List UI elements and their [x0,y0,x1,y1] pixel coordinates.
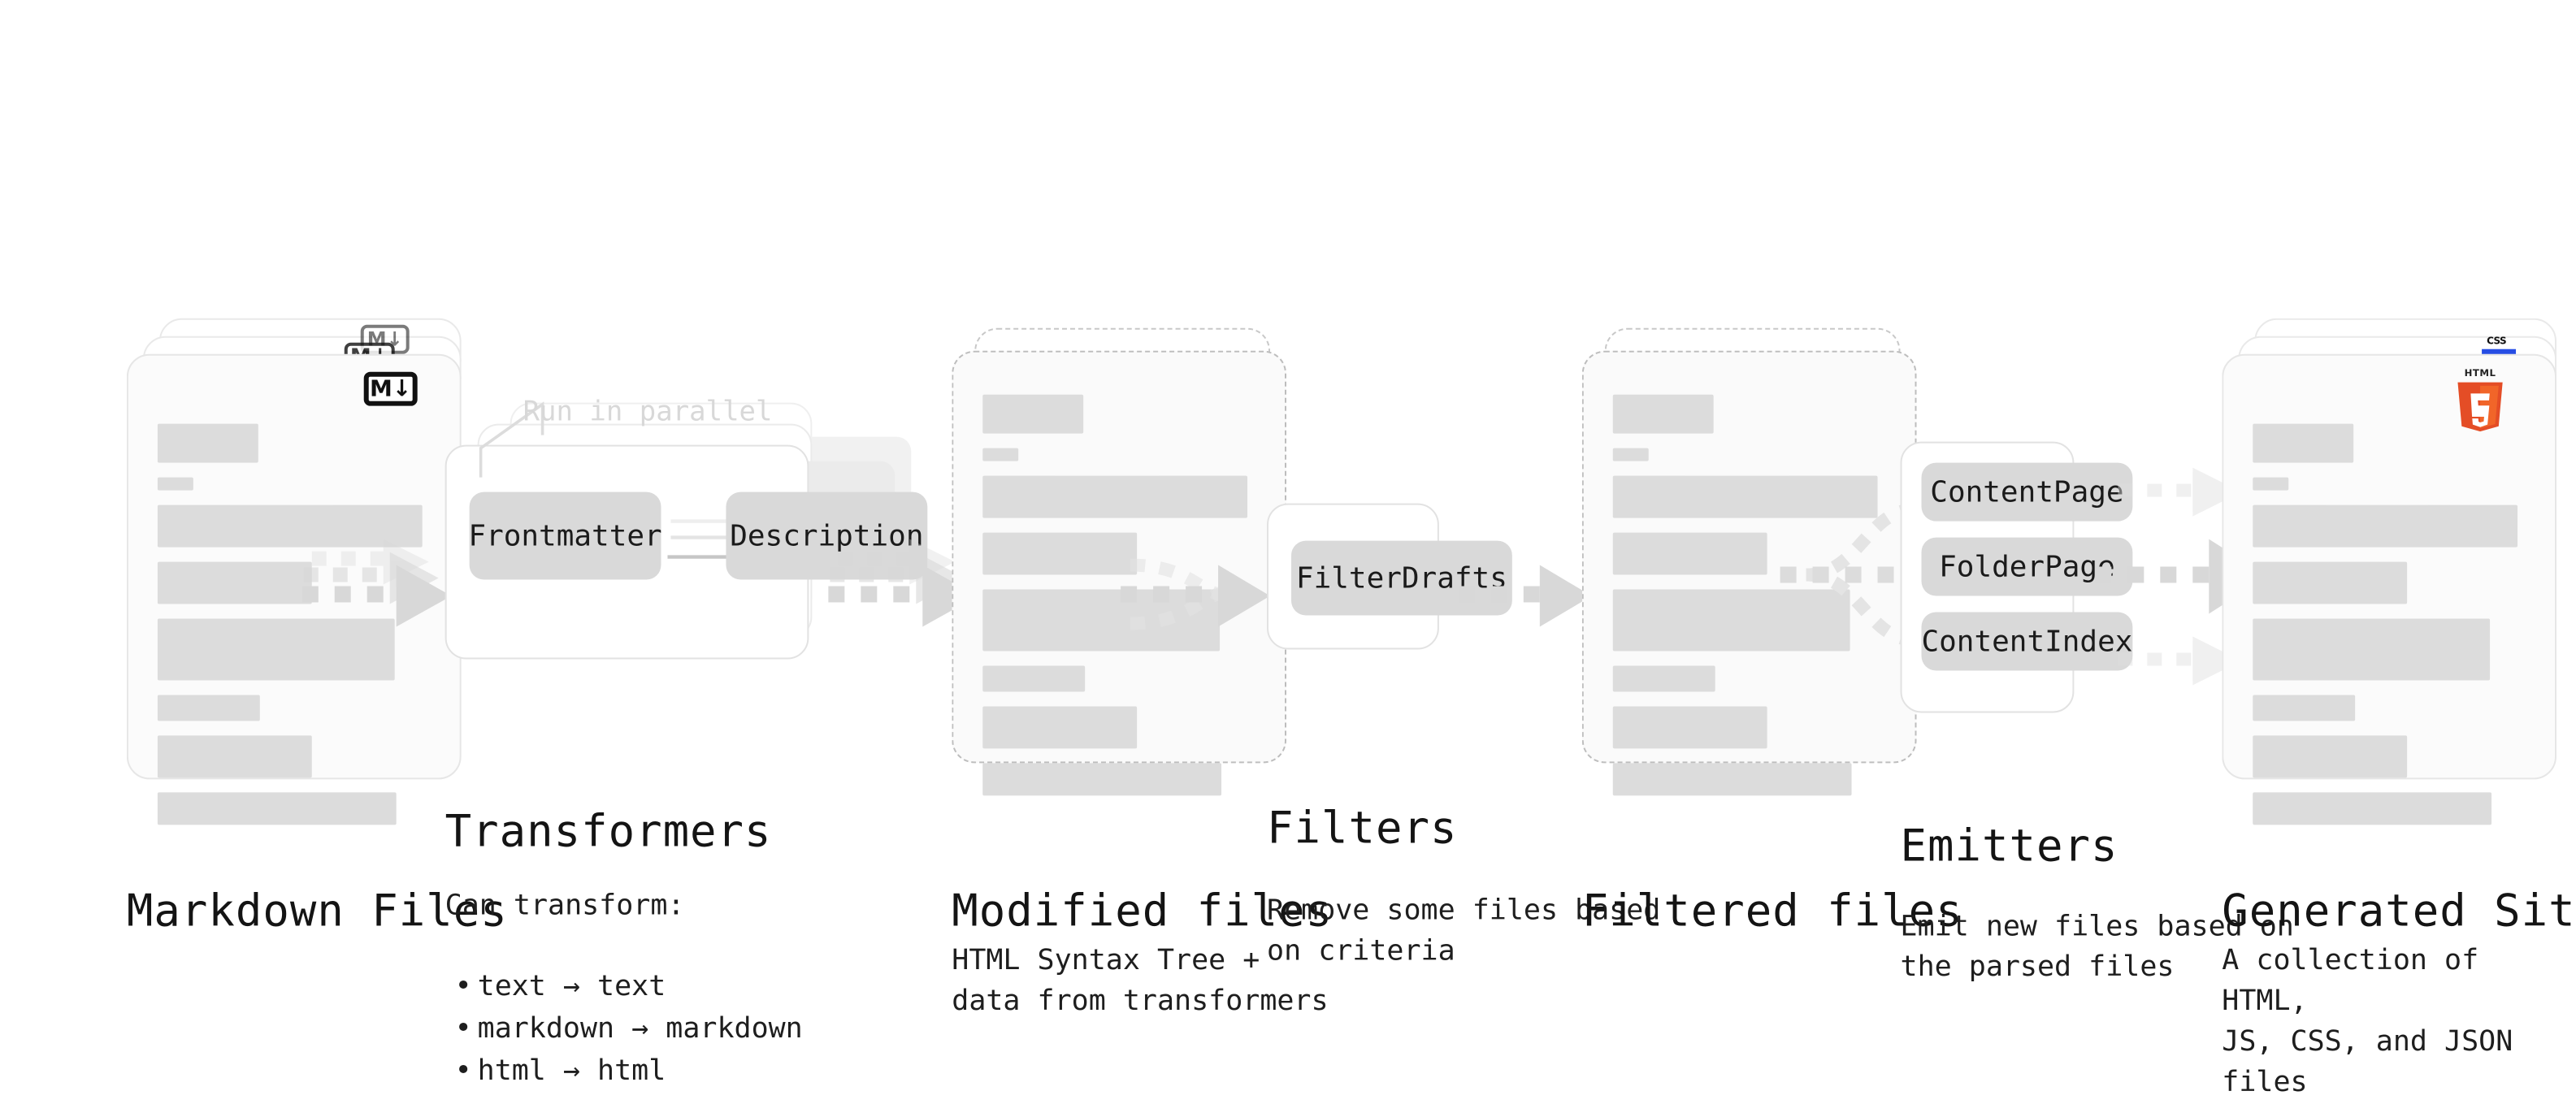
transformers-bullet-2-text: html → html [477,1055,666,1089]
chip-frontmatter[interactable]: Frontmatter [468,491,662,580]
transformers-description: Can transform: [445,890,685,923]
generated-site-description: A collection of HTML, JS, CSS, and JSON … [2222,945,2513,1100]
run-in-parallel-bracket [479,401,544,478]
transformers-bullet-2: •html → html [454,1055,666,1089]
doc-placeholder-bars [2253,423,2526,840]
css-badge-label: CSS [2487,336,2507,348]
filters-group: FilterDrafts [1267,503,1512,650]
chip-description[interactable]: Description [726,491,928,580]
chip-contentindex[interactable]: ContentIndex [1921,612,2132,671]
pipeline-diagram: M↓ M↓ M↓ Markdown Files [126,318,2576,1100]
emitters-group: ContentPage FolderPage ContentIndex [1900,441,2132,713]
filters-title: Filters [1267,803,1458,855]
chip-contentpage[interactable]: ContentPage [1921,462,2133,522]
emitters-title: Emitters [1900,821,2118,872]
markdown-badge: M↓ [363,371,418,406]
css-badge [2482,349,2517,356]
svg-text:HTML: HTML [2465,367,2496,379]
connector-modified-to-filters [1121,558,1271,630]
connector-filters-to-filtered [1458,565,1592,627]
run-in-parallel-label: Run in parallel [523,396,773,429]
transformers-title: Transformers [445,807,772,858]
connector-md-to-transformers [301,539,452,627]
connector-transformers-to-modified [828,539,978,627]
generated-site-title: Generated Site [2222,886,2576,937]
transformers-group: Frontmatter Description [445,444,928,660]
html5-icon: HTML [2457,367,2503,432]
generated-site-document-card: HTML [2222,353,2557,825]
